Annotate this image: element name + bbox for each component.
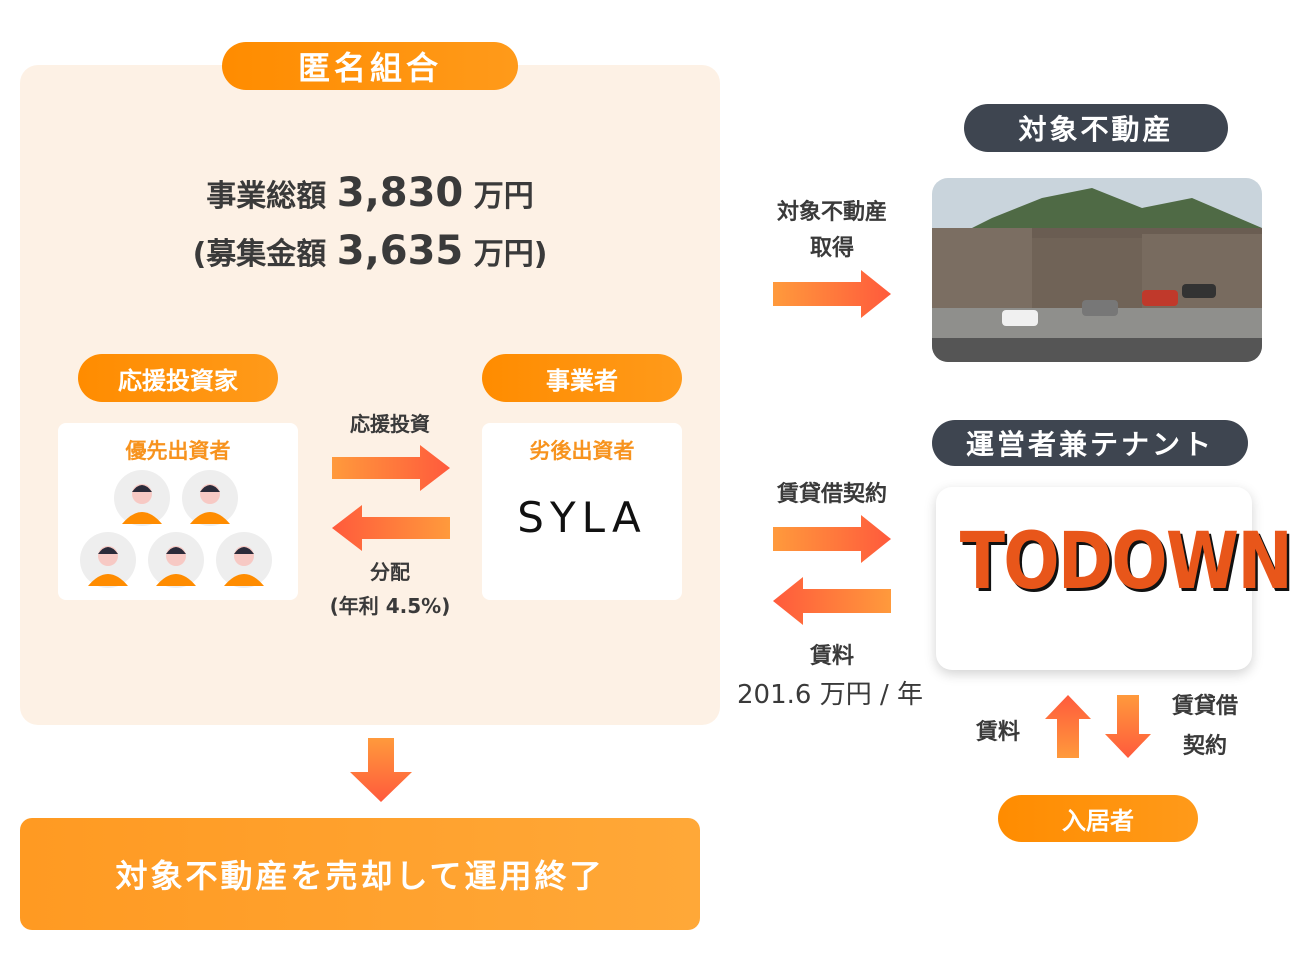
tenant-card: TODOWN	[936, 487, 1293, 670]
resident-lease-label-2: 契約	[1182, 734, 1227, 759]
todown-logo: TODOWN	[959, 517, 1293, 607]
resident-rent-label: 賃料	[975, 720, 1020, 745]
acquire-label-2: 取得	[809, 236, 854, 261]
property-image	[932, 178, 1262, 362]
lease-label: 賃貸借契約	[776, 482, 887, 507]
tenant-pill: 運営者兼テナント	[932, 420, 1248, 466]
avatar-icon	[114, 470, 170, 526]
lease-arrow-icon	[773, 515, 891, 563]
resident-lease-label-1: 賃貸借	[1171, 694, 1238, 719]
avatar-icon	[182, 470, 238, 526]
invest-label: 応援投資	[350, 412, 430, 436]
investor-avatars-icon	[80, 470, 272, 588]
invest-arrow-icon	[332, 445, 450, 491]
avatar-icon	[148, 532, 204, 588]
operator-card: 劣後出資者 SYLA	[482, 423, 682, 600]
raise-unit: 万円)	[473, 237, 548, 272]
total-unit: 万円	[473, 179, 534, 214]
anonymous-partnership-title: 匿名組合	[222, 42, 518, 90]
investors-card: 優先出資者	[58, 423, 298, 600]
total-label: 事業総額	[206, 179, 327, 214]
rent-label: 賃料	[809, 644, 854, 669]
preferred-investor-label: 優先出資者	[125, 439, 231, 463]
acquire-label-1: 対象不動産	[776, 200, 887, 225]
property-pill: 対象不動産	[964, 104, 1228, 152]
total-value: 3,830	[336, 170, 464, 216]
raise-value: 3,635	[336, 228, 464, 274]
residents-pill: 入居者	[998, 795, 1198, 842]
raise-amount: (募集金額 3,635 万円)	[20, 228, 720, 274]
rent-value: 201.6 万円 / 年	[737, 680, 923, 710]
syla-logo: SYLA	[517, 493, 647, 542]
total-amount: 事業総額 3,830 万円	[20, 170, 720, 216]
avatar-icon	[80, 532, 136, 588]
resident-rent-up-arrow-icon	[1045, 695, 1091, 758]
subordinate-investor-label: 劣後出資者	[529, 439, 635, 463]
distribution-rate: (年利 4.5%)	[329, 594, 451, 618]
rent-arrow-icon	[773, 577, 891, 625]
resident-lease-down-arrow-icon	[1105, 695, 1151, 758]
raise-label: (募集金額	[192, 237, 327, 272]
acquire-arrow-icon	[773, 270, 891, 318]
investors-pill: 応援投資家	[78, 354, 278, 402]
down-arrow-icon	[350, 738, 412, 802]
operator-pill: 事業者	[482, 354, 682, 402]
exit-banner: 対象不動産を売却して運用終了	[20, 818, 700, 930]
avatar-icon	[216, 532, 272, 588]
distribution-label: 分配	[370, 560, 410, 584]
distribution-arrow-icon	[332, 505, 450, 551]
